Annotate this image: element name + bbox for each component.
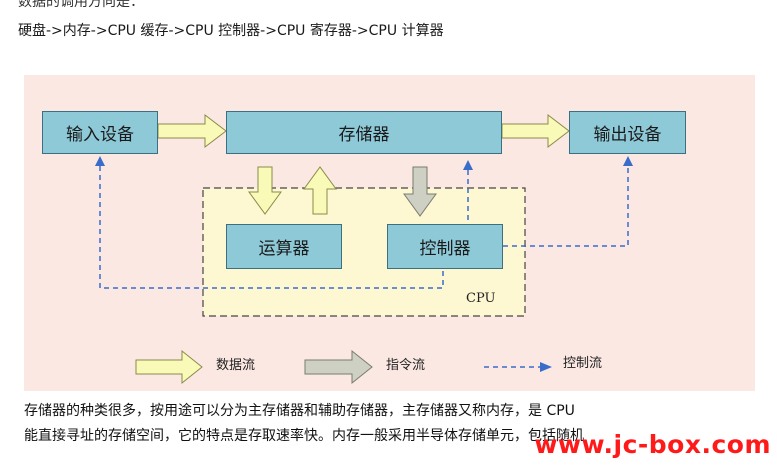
alu-box: 运算器 bbox=[226, 224, 342, 269]
intro-heading: 数据的调用方向是： bbox=[18, 0, 144, 10]
legend-data-arrow bbox=[135, 349, 203, 385]
data-call-order: 硬盘->内存->CPU 缓存->CPU 控制器->CPU 寄存器->CPU 计算… bbox=[18, 23, 444, 39]
legend-instruction-arrow bbox=[304, 349, 373, 385]
storage-box: 存储器 bbox=[226, 111, 502, 154]
control-arrowhead-legend bbox=[540, 362, 552, 372]
alu-to-storage-arrow bbox=[303, 166, 337, 215]
storage-to-alu-arrow bbox=[248, 166, 282, 215]
storage-to-controller-arrow bbox=[403, 166, 437, 217]
control-arrowhead-output bbox=[623, 156, 633, 166]
output-device-box: 输出设备 bbox=[569, 111, 686, 154]
legend-control-flow-label: 控制流 bbox=[563, 356, 603, 371]
storage-to-output-arrow bbox=[501, 113, 570, 149]
input-device-box: 输入设备 bbox=[42, 111, 158, 154]
controller-box: 控制器 bbox=[387, 224, 503, 269]
legend-data-flow-label: 数据流 bbox=[216, 358, 256, 373]
cpu-label: CPU bbox=[466, 291, 496, 306]
watermark: www.jc-box.com bbox=[534, 430, 771, 459]
control-arrowhead-storage bbox=[463, 160, 473, 170]
paragraph-line-1: 存储器的种类很多，按用途可以分为主存储器和辅助存储器，主存储器又称内存，是 CP… bbox=[24, 403, 575, 419]
control-arrowhead-input bbox=[95, 156, 105, 166]
paragraph-line-2: 能直接寻址的存储空间，它的特点是存取速率快。内存一般采用半导体存储单元，包括随机 bbox=[24, 428, 584, 444]
legend-instruction-flow-label: 指令流 bbox=[386, 358, 426, 373]
input-to-storage-arrow bbox=[157, 113, 227, 149]
